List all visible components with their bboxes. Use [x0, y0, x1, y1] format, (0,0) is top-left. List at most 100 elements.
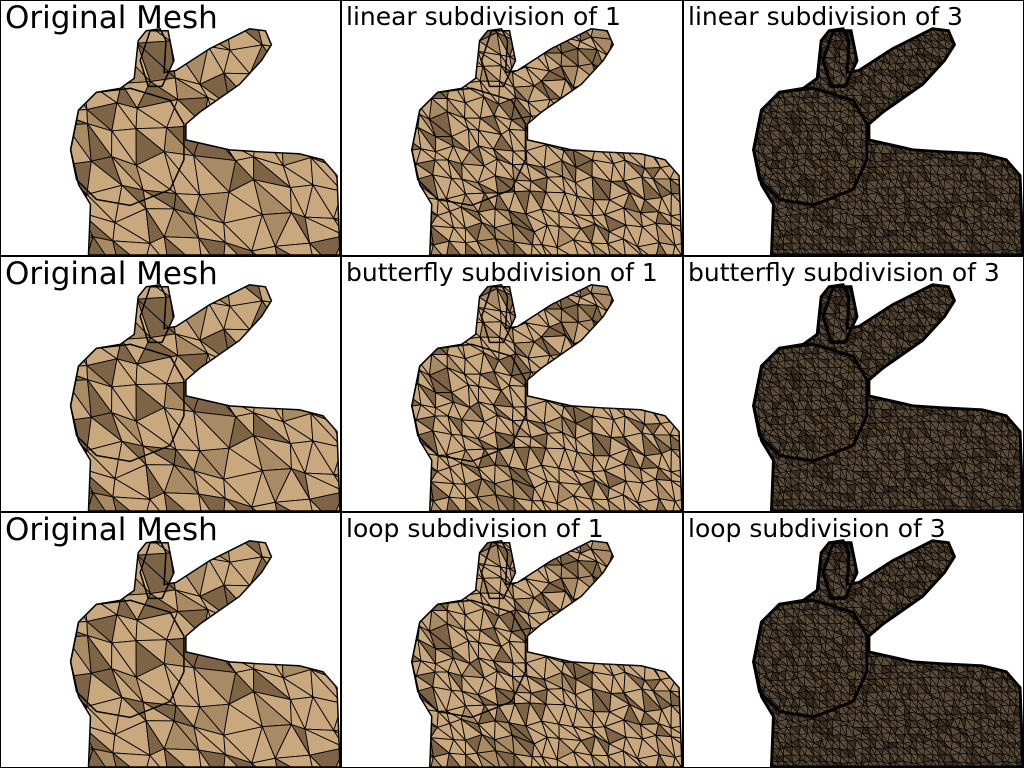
- mesh-facet: [753, 67, 760, 78]
- mesh-facet: [973, 289, 982, 300]
- mesh-facet: [652, 338, 678, 361]
- mesh-facet: [762, 90, 773, 100]
- mesh-facet: [307, 28, 339, 54]
- mesh-facet: [676, 370, 682, 388]
- mesh-facet: [793, 53, 800, 65]
- mesh-facet: [971, 139, 980, 146]
- mesh-facet: [866, 297, 875, 307]
- mesh-facet: [620, 34, 645, 50]
- mesh-facet: [636, 85, 658, 105]
- mesh-facet: [881, 40, 889, 49]
- mesh-facet: [798, 55, 806, 64]
- mesh-facet: [936, 124, 947, 133]
- mesh-facet: [950, 83, 962, 92]
- mesh-wireframe: [411, 284, 682, 511]
- mesh-facet: [625, 383, 647, 403]
- mesh-facet: [888, 288, 898, 300]
- mesh-facet: [411, 306, 419, 323]
- mesh-facet: [796, 33, 806, 45]
- mesh-facet: [609, 338, 630, 357]
- mesh-facet: [916, 140, 927, 147]
- mesh-facet: [957, 35, 967, 43]
- mesh-facet: [1020, 295, 1023, 307]
- mesh-facet: [753, 194, 758, 202]
- mesh-facet: [974, 88, 983, 97]
- mesh-facet: [784, 306, 795, 311]
- mesh-facet: [449, 71, 464, 85]
- mesh-facet: [625, 120, 638, 135]
- mesh-facet: [590, 371, 614, 394]
- mesh-facet: [777, 53, 786, 65]
- mesh-facet: [960, 67, 969, 80]
- mesh-facet: [1007, 83, 1015, 94]
- mesh-facet: [971, 303, 983, 315]
- mesh-facet: [610, 82, 628, 101]
- mesh-facet: [742, 325, 751, 334]
- mesh-facet: [576, 96, 596, 118]
- mesh-facet: [977, 74, 989, 86]
- mesh-facet: [853, 32, 864, 42]
- mesh-facet: [971, 291, 983, 301]
- mesh-facet: [977, 103, 989, 114]
- mesh-facet: [675, 339, 682, 358]
- mesh-facet: [605, 326, 630, 346]
- mesh-facet: [753, 179, 758, 189]
- mesh-facet: [923, 87, 934, 100]
- mesh-facet: [1014, 130, 1023, 141]
- mesh-facet: [1008, 302, 1017, 315]
- mesh-facet: [992, 132, 1004, 141]
- mesh-facet: [1008, 103, 1014, 112]
- mesh-facet: [999, 82, 1009, 90]
- mesh-facet: [812, 33, 820, 43]
- mesh-facet: [1013, 109, 1023, 120]
- mesh-facet: [753, 221, 757, 232]
- mesh-facet: [796, 39, 808, 49]
- mesh-facet: [1014, 55, 1022, 64]
- mesh-facet: [963, 28, 976, 30]
- mesh-facet: [743, 151, 750, 160]
- mesh-facet: [789, 330, 800, 340]
- mesh-facet: [742, 35, 749, 40]
- mesh-facet: [874, 32, 886, 42]
- mesh-facet: [785, 319, 793, 329]
- mesh-facet: [414, 305, 437, 328]
- mesh-facet: [769, 318, 781, 327]
- mesh-facet: [887, 32, 898, 45]
- mesh-facet: [625, 344, 638, 357]
- mesh-facet: [1005, 34, 1017, 45]
- mesh-facet: [657, 320, 678, 342]
- mesh-facet: [970, 54, 982, 65]
- mesh-facet: [958, 75, 969, 84]
- mesh-facet: [986, 302, 996, 313]
- mesh-facet: [950, 138, 960, 146]
- mesh-facet: [861, 290, 868, 299]
- mesh-facet: [936, 124, 946, 133]
- mesh-facet: [1022, 139, 1023, 148]
- mesh-facet: [1012, 289, 1023, 301]
- mesh-facet: [417, 320, 437, 347]
- mesh-facet: [950, 116, 959, 127]
- mesh-facet: [985, 112, 995, 120]
- mesh-facet: [411, 231, 419, 247]
- mesh-facet: [746, 297, 752, 304]
- mesh-facet: [770, 304, 779, 314]
- mesh-facet: [1000, 137, 1007, 148]
- mesh-facet: [307, 284, 338, 304]
- mesh-facet: [753, 179, 757, 188]
- mesh-facet: [467, 39, 480, 55]
- mesh-facet: [1019, 316, 1023, 325]
- mesh-facet: [1013, 123, 1021, 134]
- mesh-facet: [744, 180, 753, 187]
- mesh-facet: [1000, 146, 1009, 155]
- mesh-facet: [765, 305, 772, 314]
- mesh-facet: [668, 37, 682, 54]
- mesh-facet: [980, 136, 988, 149]
- mesh-facet: [967, 130, 973, 140]
- mesh-facet: [965, 40, 974, 49]
- mesh-facet: [956, 130, 969, 141]
- mesh-facet: [411, 212, 416, 233]
- mesh-facet: [875, 124, 885, 131]
- mesh-facet: [1001, 284, 1008, 294]
- mesh-facet: [411, 179, 415, 198]
- mesh-facet: [1020, 132, 1023, 141]
